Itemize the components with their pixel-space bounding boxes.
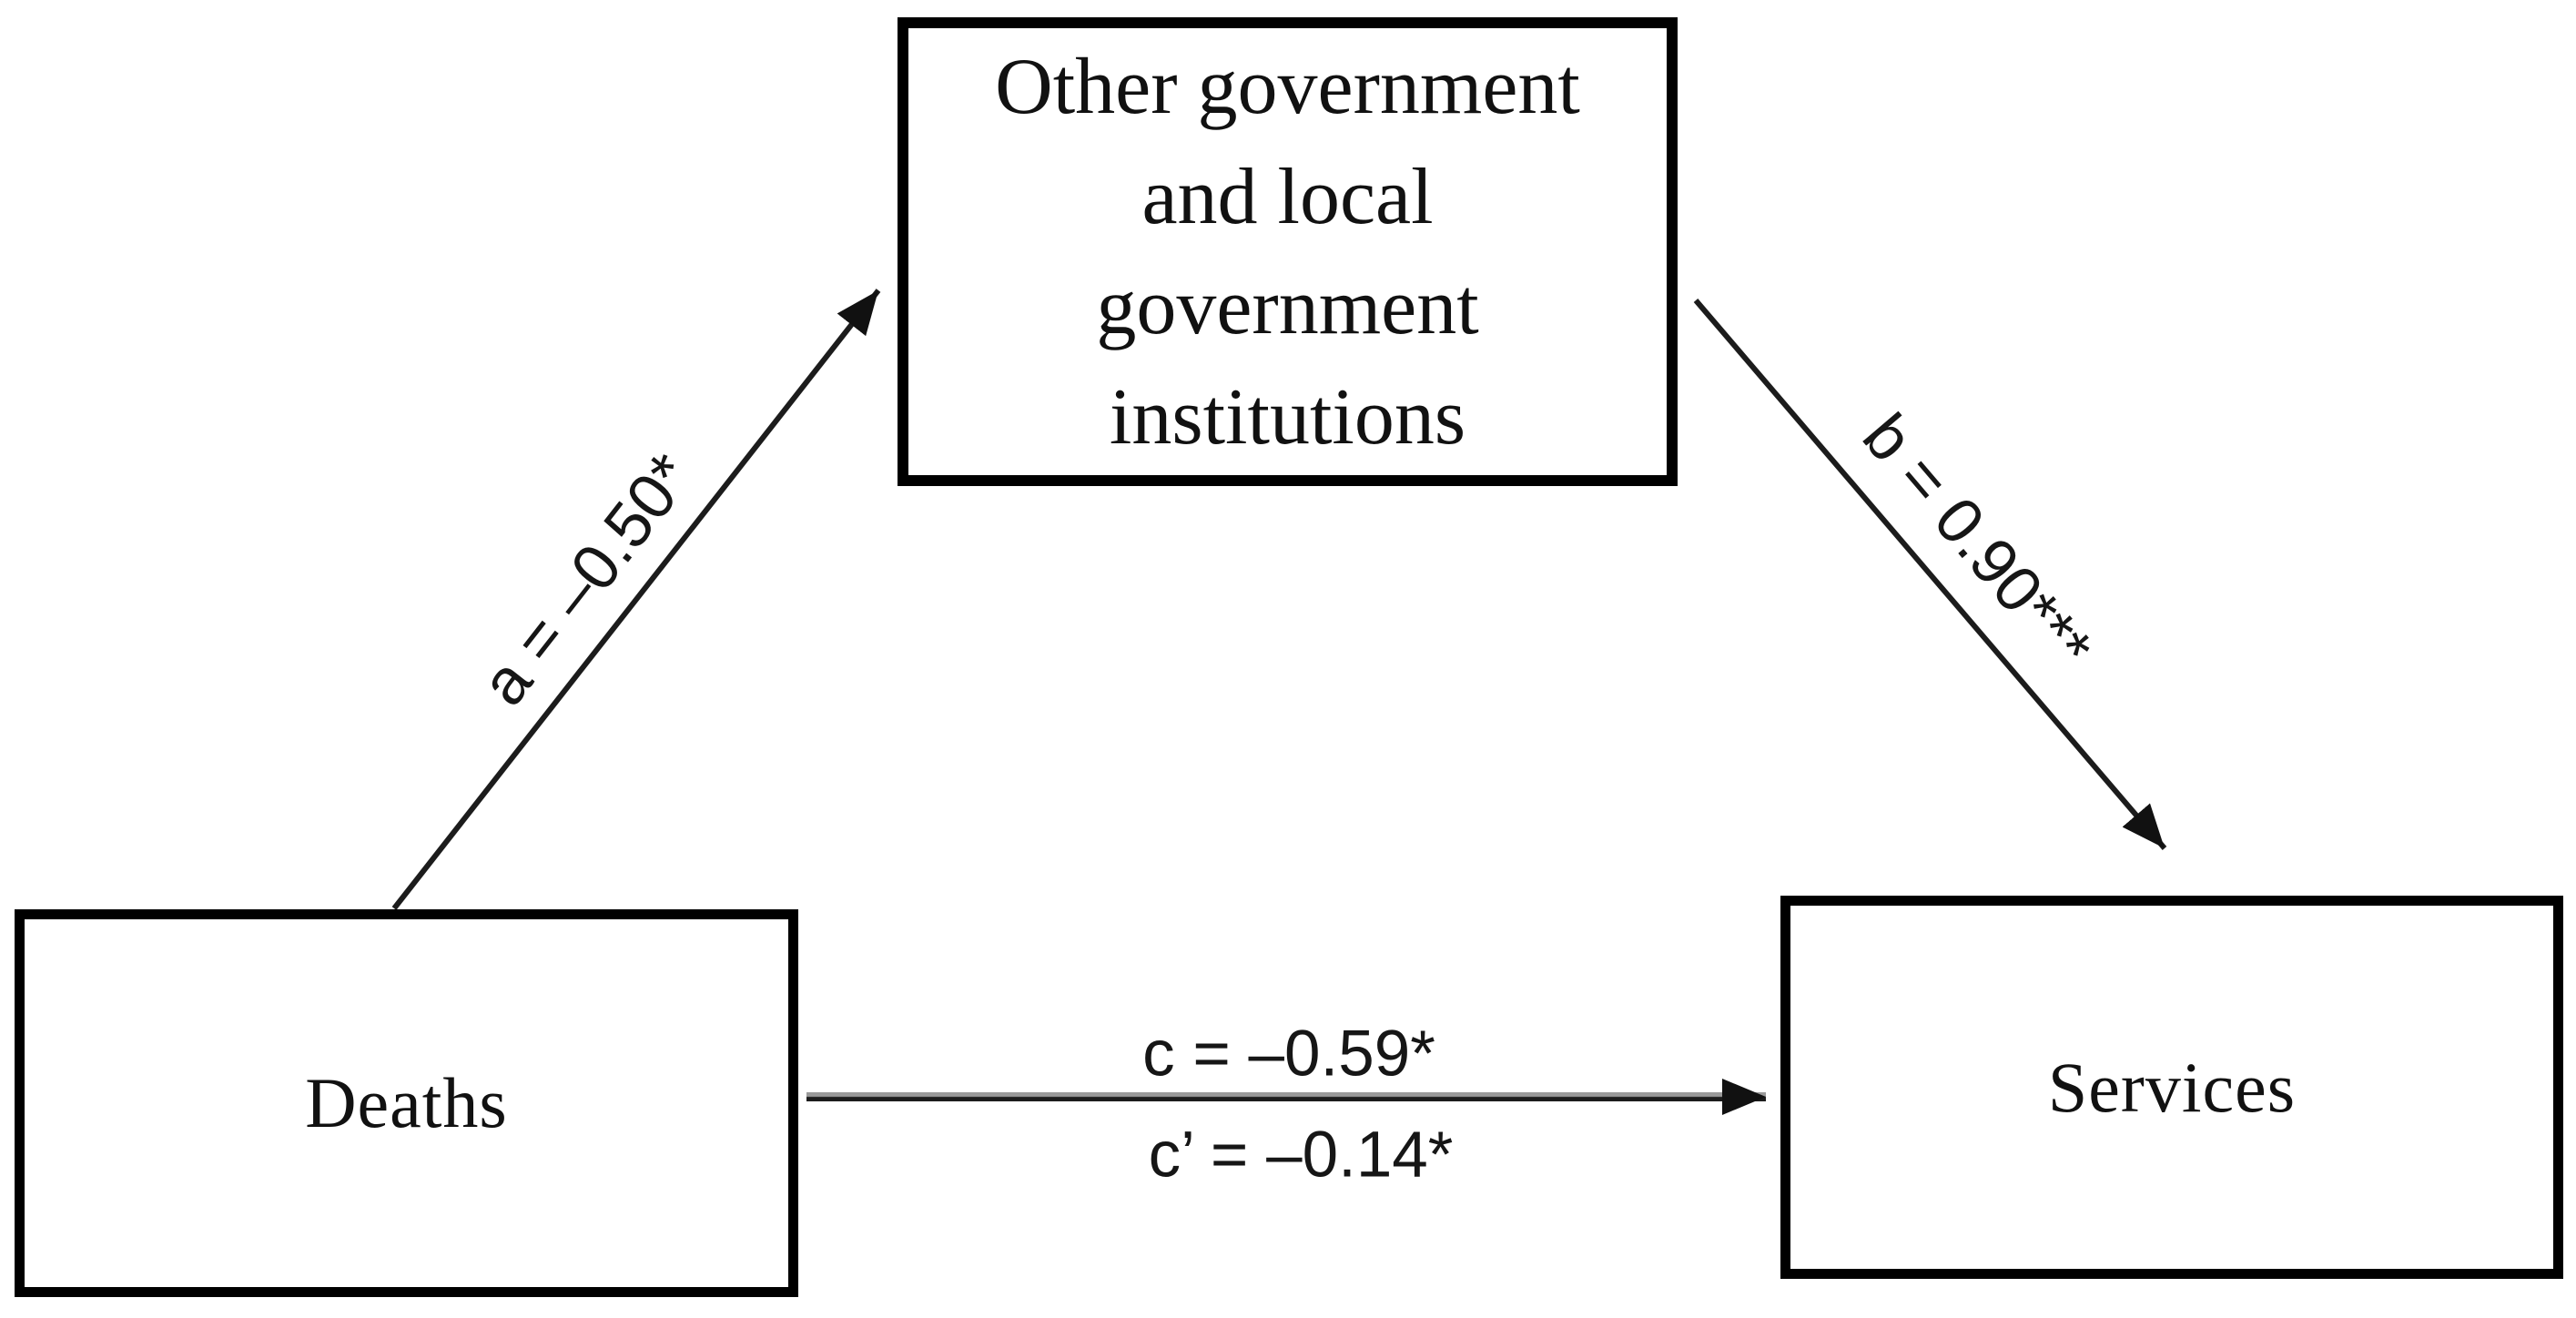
path-a-arrow <box>391 289 881 910</box>
mediator-label-line-1: Other government <box>995 42 1580 131</box>
predictor-box: Deaths <box>15 909 798 1297</box>
path-c-coefficient-label: c = –0.59* <box>1142 1018 1435 1090</box>
predictor-label: Deaths <box>305 1063 508 1142</box>
mediator-label-line-4: institutions <box>1109 372 1466 461</box>
path-b-coefficient-label: b = 0.90*** <box>1849 400 2105 684</box>
outcome-box: Services <box>1780 896 2563 1279</box>
mediator-label-line-3: government <box>1096 262 1479 351</box>
outcome-label: Services <box>2047 1047 2297 1127</box>
path-b-arrow <box>1693 299 2167 850</box>
path-a-coefficient-label: a = –0.50* <box>467 441 707 719</box>
mediator-box: Other government and local government in… <box>898 17 1678 486</box>
path-c-prime-coefficient-label: c’ = –0.14* <box>1148 1119 1454 1191</box>
mediator-label-line-2: and local <box>1141 152 1434 241</box>
